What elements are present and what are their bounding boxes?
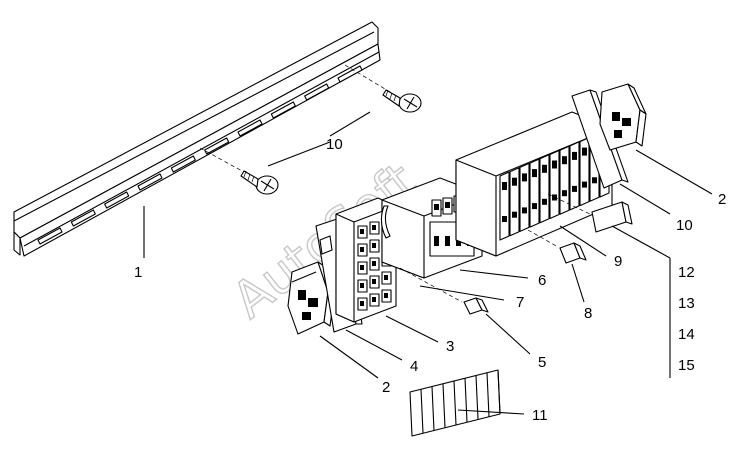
screw-lower — [199, 147, 279, 195]
callout-4: 4 — [410, 358, 418, 375]
rail-slot — [37, 227, 63, 245]
end-bracket-left — [287, 261, 335, 335]
callout-8: 8 — [584, 305, 592, 322]
callout-12: 12 — [678, 264, 695, 281]
terminal-screw — [522, 173, 527, 182]
callout-11: 11 — [532, 407, 548, 424]
terminal-slot — [445, 236, 450, 246]
terminal-screw — [552, 194, 557, 201]
terminal-screw — [512, 211, 517, 218]
leader-lines — [143, 111, 713, 415]
terminal-screw — [552, 160, 557, 169]
terminal-screw — [360, 283, 364, 288]
rail-slot — [70, 209, 96, 227]
terminal-screw — [372, 279, 376, 284]
rail-slot — [170, 155, 196, 173]
terminal-block-row-cells — [499, 128, 610, 241]
marker-divider — [453, 380, 457, 426]
terminal-screw — [592, 177, 597, 184]
terminal-screw — [562, 156, 567, 165]
terminal-screw — [445, 202, 450, 208]
callout-10-top: 10 — [326, 136, 343, 153]
terminal-screw — [512, 177, 517, 186]
callout-1: 1 — [134, 264, 142, 281]
callout-2-right: 2 — [718, 191, 726, 208]
callout-13: 13 — [678, 295, 695, 312]
marker-divider — [486, 372, 490, 417]
rail-slot — [270, 101, 296, 119]
marker-divider — [464, 378, 468, 423]
terminal-screw — [434, 204, 439, 210]
rail-slot — [304, 83, 330, 101]
rail-slot — [204, 137, 230, 155]
terminal-screw — [360, 265, 364, 270]
terminal-screw — [572, 151, 577, 160]
marker-strip — [409, 369, 501, 437]
screw-upper — [344, 64, 422, 113]
terminal-screw — [372, 243, 376, 248]
terminal-screw — [532, 203, 537, 210]
callout-3: 3 — [446, 338, 454, 355]
terminal-screw — [384, 275, 388, 280]
rail-slot — [137, 173, 163, 191]
terminal-screw — [522, 207, 527, 214]
marker-strip-cells — [420, 369, 501, 434]
rail-slot — [104, 191, 130, 209]
callout-9: 9 — [614, 253, 622, 270]
marker-divider — [431, 386, 435, 431]
rail-slots — [37, 65, 363, 245]
terminal-screw — [384, 293, 388, 298]
terminal-screw — [372, 297, 376, 302]
callout-7: 7 — [516, 294, 524, 311]
end-bracket-right — [599, 83, 647, 151]
callout-6: 6 — [538, 272, 546, 289]
terminal-screw — [502, 216, 507, 222]
terminal-screw — [502, 182, 507, 190]
terminal-block-row — [455, 111, 613, 257]
terminal-screw — [360, 247, 364, 252]
rail-slot — [237, 119, 263, 137]
terminal-screw — [532, 169, 537, 178]
din-rail — [13, 21, 381, 257]
terminal-screw — [372, 225, 376, 230]
callout-labels: 1 10 2 10 9 6 12 7 13 8 14 3 5 15 4 2 11 — [134, 136, 726, 424]
test-plug-8 — [527, 229, 587, 264]
callout-5: 5 — [538, 354, 546, 371]
terminal-screw — [582, 181, 587, 188]
terminal-slot — [434, 236, 439, 246]
callout-14: 14 — [678, 326, 695, 343]
terminal-screw — [360, 229, 364, 234]
terminal-screw — [360, 301, 364, 306]
jumper-bridge — [547, 193, 633, 233]
callout-2-left: 2 — [382, 379, 390, 396]
marker-divider — [497, 369, 501, 415]
terminal-screw — [572, 185, 577, 192]
terminal-screw — [582, 147, 587, 156]
terminal-screw — [372, 261, 376, 266]
terminal-screw — [542, 198, 547, 205]
callout-10-right: 10 — [676, 217, 693, 234]
marker-divider — [420, 389, 424, 434]
terminal-screw — [542, 164, 547, 173]
test-plug-5 — [399, 267, 489, 315]
marker-divider — [442, 383, 446, 428]
marker-divider — [475, 375, 479, 420]
terminal-screw — [562, 190, 567, 197]
callout-15: 15 — [678, 357, 695, 374]
